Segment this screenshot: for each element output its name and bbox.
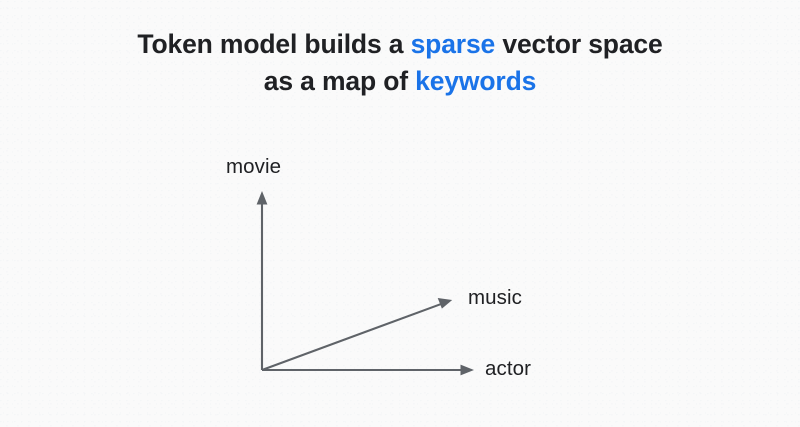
title-line-2: as a map of keywords — [0, 63, 800, 100]
axis-label-actor: actor — [485, 357, 532, 380]
title-line-2-text-before: as a map of — [263, 66, 416, 96]
diagonal-axis-line — [261, 302, 444, 371]
title-line-1-accent-word: sparse — [410, 29, 496, 59]
page-title: Token model builds a sparse vector space… — [0, 26, 800, 100]
y-axis-arrow — [256, 191, 268, 370]
axis-label-music: music — [468, 286, 523, 309]
arrow-diagonal-icon — [437, 298, 453, 309]
x-axis-arrow — [262, 364, 474, 376]
diagonal-axis-arrow — [261, 298, 453, 371]
arrow-up-icon — [256, 191, 268, 205]
axis-label-movie: movie — [226, 155, 282, 178]
title-line-2-accent-word: keywords — [415, 66, 537, 96]
title-line-1-text-after: vector space — [495, 29, 663, 59]
title-line-1: Token model builds a sparse vector space — [0, 26, 800, 63]
title-line-1-text-before: Token model builds a — [137, 29, 411, 59]
arrow-right-icon — [460, 364, 474, 376]
